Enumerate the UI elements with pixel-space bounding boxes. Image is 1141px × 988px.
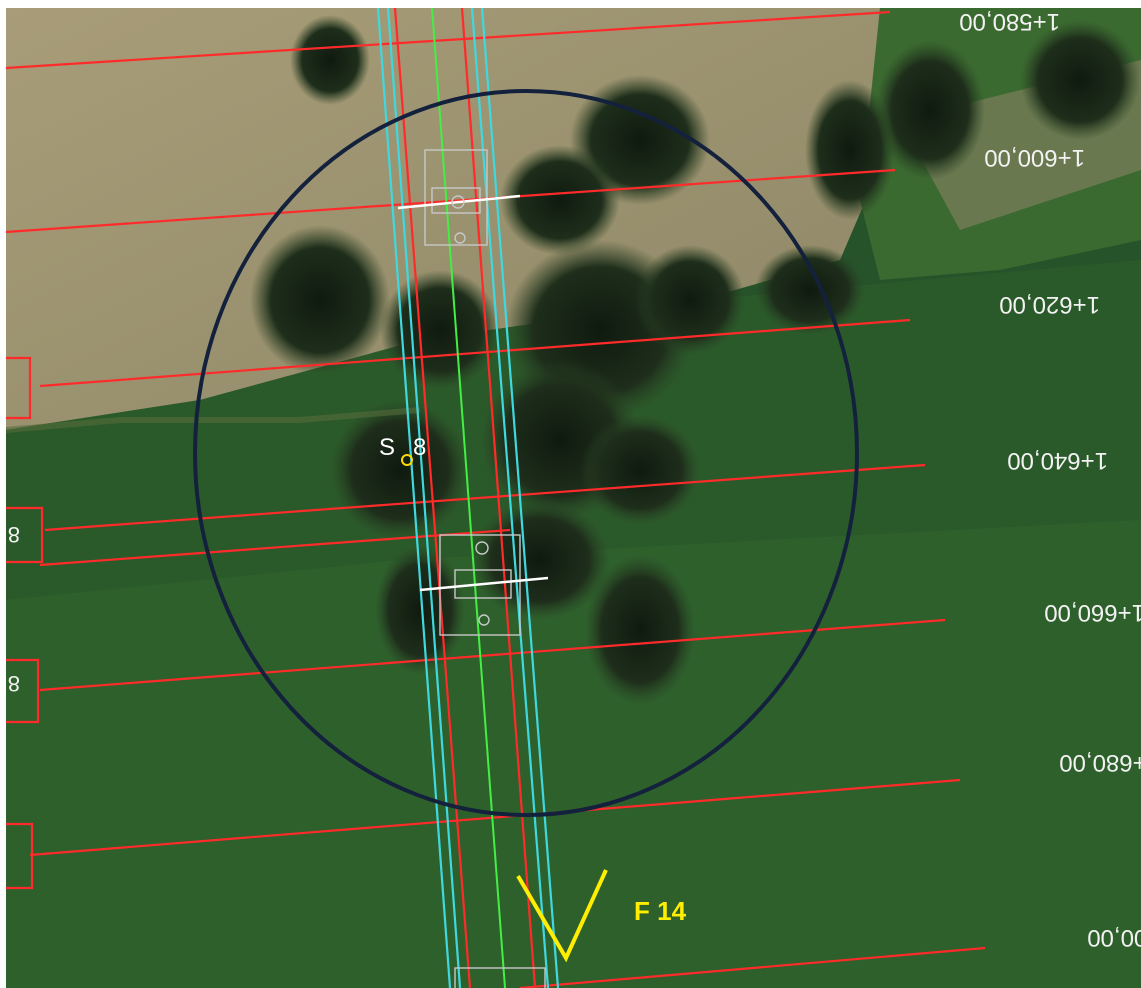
- box-label: 8: [8, 671, 20, 696]
- station-label: 1+660,00: [1044, 599, 1141, 626]
- highlight-circle: [193, 89, 859, 817]
- station-labels: 1+580,00 1+600,00 1+620,00 1+640,00 1+66…: [959, 8, 1141, 951]
- section-label-box: [6, 658, 40, 724]
- photo-marker[interactable]: F 14: [516, 869, 687, 963]
- station-label: 1+700,00: [1087, 924, 1141, 951]
- corridor-edges: [376, 8, 560, 988]
- sample-point[interactable]: S 8: [379, 434, 426, 466]
- station-label: 1+600,00: [984, 144, 1085, 171]
- station-label: 1+640,00: [1007, 447, 1108, 474]
- corridor-red-line: [460, 8, 537, 988]
- section-label-box: [6, 822, 34, 890]
- sample-point-prefix: S: [379, 434, 395, 461]
- aerial-imagery: [6, 8, 1141, 988]
- section-line: [6, 168, 896, 234]
- station-label: 1+620,00: [999, 291, 1100, 318]
- section-line: [39, 528, 511, 567]
- section-label-box: [6, 506, 44, 564]
- station-label: 1+680,00: [1059, 749, 1141, 776]
- sample-point-number: 8: [413, 434, 426, 461]
- centerline: [431, 8, 506, 988]
- section-label-box: [6, 356, 32, 420]
- map-view[interactable]: S 8 1+580,00 1+600,00 1+620,00 1+640,00 …: [6, 8, 1141, 988]
- section-line: [44, 463, 926, 532]
- sample-point-marker: [401, 454, 413, 466]
- corridor-edge: [376, 8, 452, 988]
- corridor-red-line: [393, 8, 472, 988]
- photo-direction-icon: [516, 869, 608, 963]
- section-line: [29, 778, 961, 857]
- cross-section-lines: [6, 8, 986, 988]
- corridor-edge: [480, 8, 560, 988]
- corridor-edge: [386, 8, 462, 988]
- section-line: [39, 618, 946, 692]
- photo-marker-label: F 14: [634, 896, 687, 926]
- pylon-lower[interactable]: [419, 534, 549, 636]
- box-label: 8: [8, 522, 20, 547]
- section-line: [6, 10, 891, 70]
- section-line: [39, 318, 911, 388]
- station-label-partial: 1+580,00: [959, 8, 1060, 35]
- corridor-edge: [470, 8, 550, 988]
- pylon-upper[interactable]: [397, 149, 521, 246]
- pylon-bottom: [454, 967, 546, 988]
- section-line: [519, 946, 986, 988]
